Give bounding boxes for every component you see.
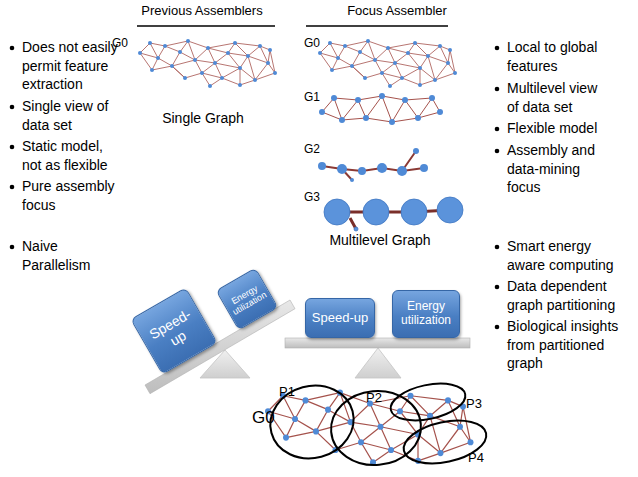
bullet-text: Single view of data set	[22, 97, 122, 134]
level-1-graph	[319, 93, 443, 125]
partition-ellipses	[262, 376, 490, 470]
graph-caption: Single Graph	[153, 110, 253, 127]
bullet-text: Naive Parallelism	[22, 237, 102, 274]
box-text: Energy utilization	[396, 300, 456, 328]
bullet-text: Smart energy aware computing	[507, 237, 617, 274]
header-text: Previous Assemblers	[132, 2, 272, 20]
bullet-text: Flexible model	[507, 119, 607, 138]
single-graph	[138, 39, 277, 88]
graph-label: G0	[112, 36, 136, 51]
graph-label: G2	[304, 142, 328, 157]
partition-label: P3	[466, 396, 490, 412]
fulcrum	[355, 348, 401, 378]
header-text: Focus Assembler	[332, 2, 462, 20]
seesaw-plank	[285, 338, 470, 348]
header-rule	[137, 25, 275, 27]
partitioned-graph	[265, 390, 474, 466]
box-text: Energy utilization	[225, 281, 268, 318]
graph-label: G0	[304, 36, 328, 51]
bullet-text: Pure assembly focus	[22, 177, 122, 214]
bullet-text: Multilevel view of data set	[507, 79, 607, 116]
graph-vertices	[319, 93, 443, 125]
header-rule	[306, 25, 448, 27]
partition-ellipse	[387, 377, 468, 426]
bullet-text: Data dependent graph partitioning	[507, 277, 622, 314]
partition-label: P1	[279, 384, 303, 400]
bullet-text: Local to global features	[507, 38, 627, 75]
partition-ellipse	[328, 387, 424, 469]
graph-caption: Multilevel Graph	[318, 232, 442, 249]
graph-edges	[322, 151, 424, 180]
bullet-text: Assembly and data-mining focus	[507, 141, 607, 197]
box-text: Speed- up	[142, 303, 207, 359]
graph-label: G3	[304, 190, 328, 205]
speed-up-weight: Speed-up	[305, 298, 375, 338]
energy-weight: Energy utilization	[392, 290, 460, 338]
graph-vertices	[318, 148, 428, 182]
level-3-graph	[324, 197, 463, 231]
bullet-dots	[10, 46, 500, 330]
bullet-text: Biological insights from partitioned gra…	[507, 317, 622, 373]
partition-ellipse	[262, 376, 362, 467]
graph-edges	[322, 96, 440, 122]
graph-edges	[337, 210, 450, 229]
partition-label: P2	[366, 390, 390, 406]
level-0-graph	[318, 39, 457, 88]
graph-vertices	[324, 197, 463, 231]
partition-label: P4	[468, 450, 492, 466]
graph-label: G0	[252, 408, 280, 428]
box-text: Speed-up	[312, 311, 368, 326]
level-2-graph	[318, 148, 428, 182]
graph-label: G1	[304, 90, 328, 105]
bullet-text: Static model, not as flexible	[22, 137, 117, 174]
